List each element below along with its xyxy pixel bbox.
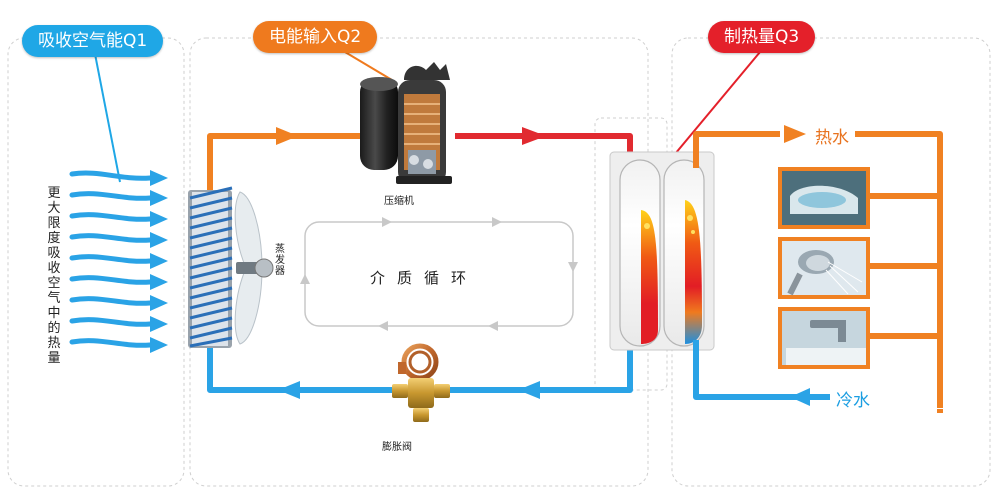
refrigerant-loop: [207, 133, 633, 393]
compressor-label: 压缩机: [384, 196, 414, 207]
shower-head-photo: [778, 237, 870, 299]
air-absorption-caption: 更大限度吸收空气中的热量: [47, 186, 61, 366]
heat-output-q3-label: 制热量Q3: [708, 21, 816, 53]
cold-water-pipe: [693, 340, 830, 400]
orange-arrow: [276, 127, 298, 145]
compressor-icon: [360, 62, 452, 184]
air-energy-q1-label: 吸收空气能Q1: [22, 25, 164, 57]
evaporator-label: 蒸发器: [275, 244, 285, 277]
blue-arrow-valve: [518, 381, 540, 399]
air-flow-arrows: [69, 170, 153, 348]
loop-arrowheads: [276, 127, 546, 399]
hot-water-pipes: [693, 131, 943, 408]
blue-arrow-evap: [278, 381, 300, 399]
expansion-valve-icon: [392, 343, 450, 422]
red-arrow: [522, 127, 546, 145]
fan-icon: [234, 191, 274, 345]
hot-water-arrow: [784, 125, 806, 143]
faucet-photo: [778, 307, 870, 369]
medium-cycle-label: 介质循环: [370, 269, 479, 287]
bathtub-photo: [778, 167, 870, 229]
air-flow-arrowheads: [150, 170, 168, 353]
hot-water-dots: [937, 395, 943, 413]
cold-water-arrow: [790, 388, 810, 406]
evaporator-coil-icon: [188, 186, 233, 348]
expansion-valve-label: 膨胀阀: [382, 442, 412, 453]
hot-water-label: 热水: [815, 128, 849, 148]
medium-cycle-arrowheads: [300, 217, 578, 331]
water-tank-icon: [609, 151, 715, 351]
cold-water-label: 冷水: [836, 391, 870, 411]
electric-input-q2-label: 电能输入Q2: [253, 21, 378, 53]
